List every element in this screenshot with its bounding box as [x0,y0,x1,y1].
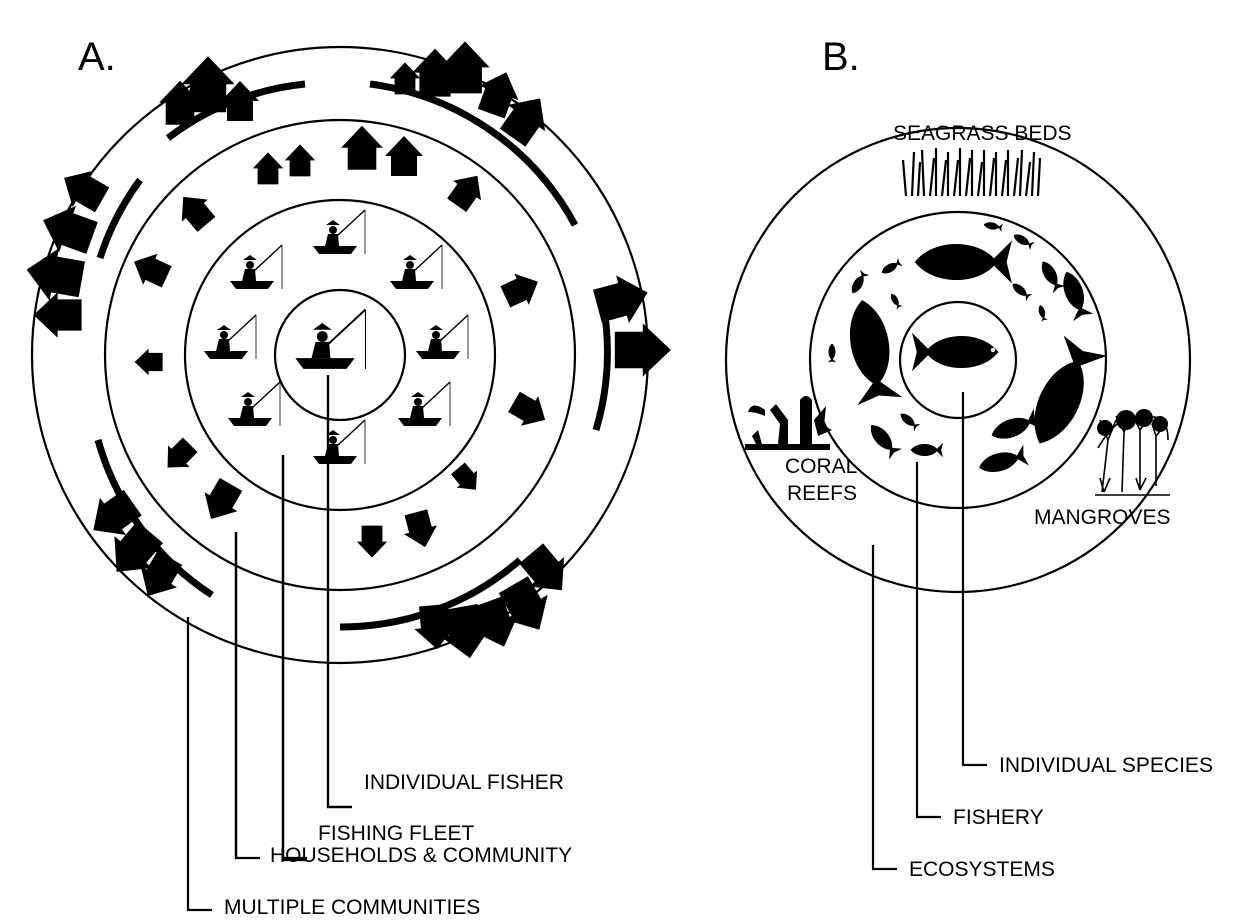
panel-b-letter: B. [822,35,860,79]
label-fishery: FISHERY [953,806,1044,829]
label-coral-line1: CORAL [785,455,857,478]
leader-individual-species [961,392,987,767]
label-individual-fisher: INDIVIDUAL FISHER [364,771,564,794]
label-households-community: HOUSEHOLDS & COMMUNITY [270,844,572,867]
household-houses [126,125,554,558]
leader-fishing-fleet [281,455,307,862]
leader-multiple-communities [186,617,212,912]
leader-individual-fisher [326,375,352,809]
leader-ecosystems [871,545,897,871]
ring-individual-fisher [273,288,407,422]
panel-a-letter: A. [78,35,116,79]
seagrass-icon [901,148,1042,197]
label-coral-line2: REEFS [787,482,857,505]
ring-individual-species [898,300,1018,420]
ring-fishing-fleet [183,198,497,512]
label-fishing-fleet: FISHING FLEET [318,822,475,845]
label-mangroves: MANGROVES [1034,506,1171,529]
label-multiple-communities: MULTIPLE COMMUNITIES [224,896,480,919]
individual-species-icon [912,332,999,372]
ring-ecosystems [724,126,1192,594]
coral-reef-icon [745,396,832,450]
label-seagrass-beds: SEAGRASS BEDS [893,122,1072,145]
leader-households [234,532,260,860]
mangrove-icon [1095,409,1170,496]
label-ecosystems: ECOSYSTEMS [909,858,1055,881]
label-individual-species: INDIVIDUAL SPECIES [999,754,1213,777]
community-silhouettes [22,41,671,663]
ring-fishery [808,210,1108,510]
leader-fishery [915,462,941,819]
individual-fisher-icon [294,308,367,370]
ring-households [103,118,577,592]
